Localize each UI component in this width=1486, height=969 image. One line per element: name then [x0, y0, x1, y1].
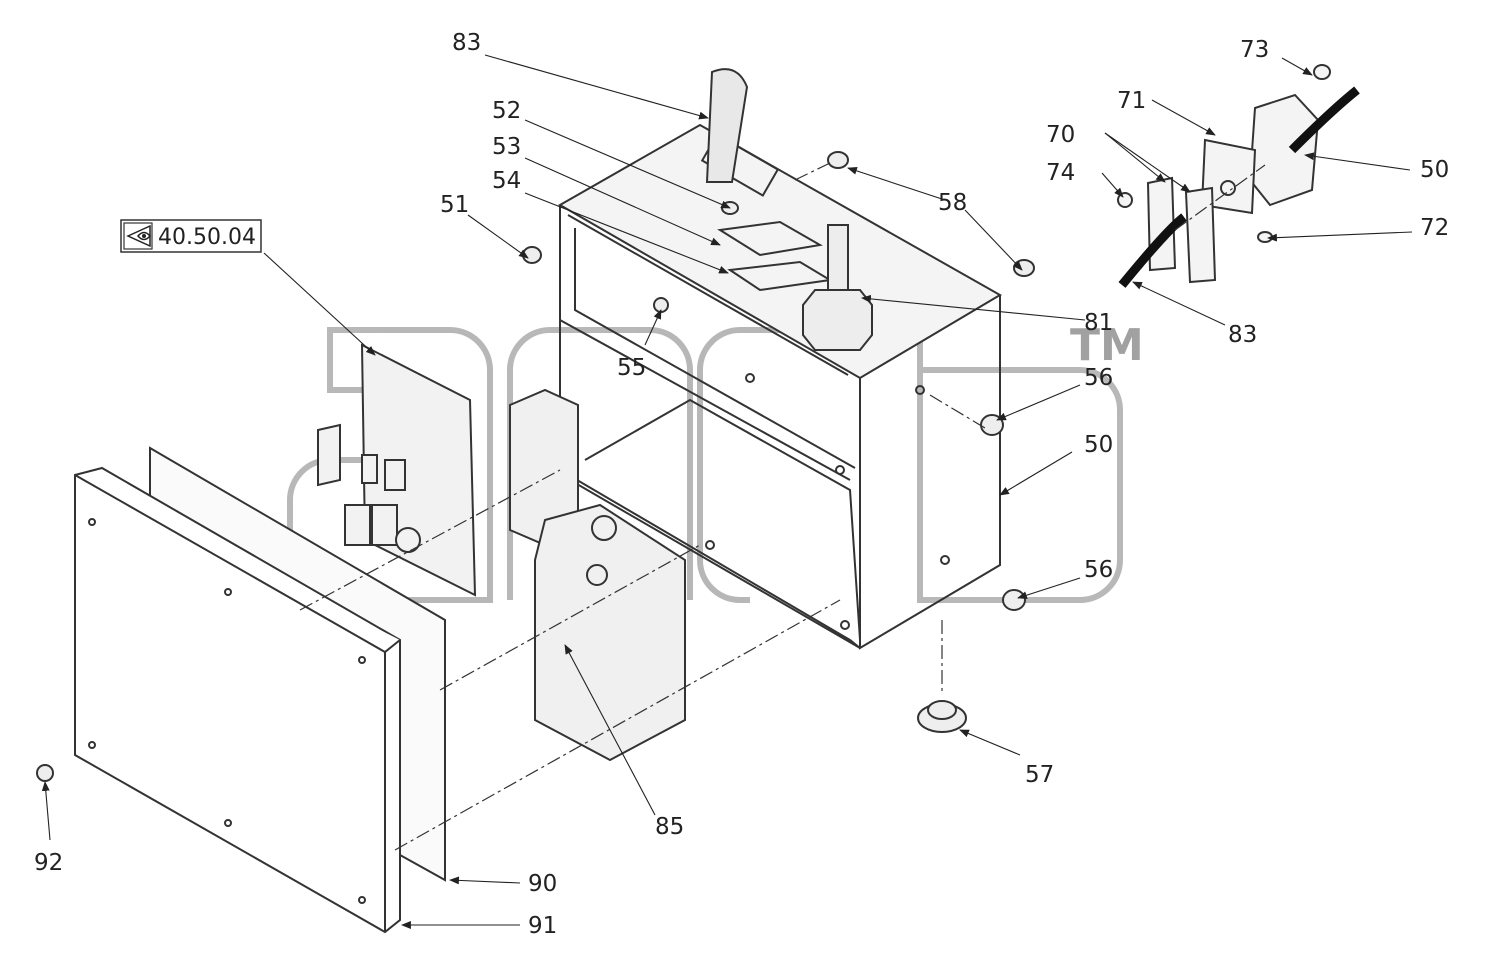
reference-box: 40.50.04	[120, 219, 262, 253]
cable-top	[705, 68, 749, 183]
label-58: 58	[938, 190, 967, 216]
bracket-assembly	[1117, 64, 1360, 288]
label-72: 72	[1420, 215, 1449, 241]
label-70: 70	[1046, 122, 1075, 148]
label-83-right: 83	[1228, 322, 1257, 348]
label-54: 54	[492, 168, 521, 194]
leader-lines	[41, 54, 1413, 929]
part-labels: 83 52 53 54 51 58 55 81 56 50 56 57 85 9…	[34, 30, 1449, 939]
watermark-tm: TM	[1070, 320, 1144, 371]
label-73: 73	[1240, 37, 1269, 63]
label-56-lower: 56	[1084, 557, 1113, 583]
front-cover	[74, 446, 446, 934]
label-91: 91	[528, 913, 557, 939]
label-53: 53	[492, 134, 521, 160]
label-83-top: 83	[452, 30, 481, 56]
circuit-board-assembly	[317, 343, 477, 597]
label-50-bracket: 50	[1420, 157, 1449, 183]
label-56-upper: 56	[1084, 365, 1113, 391]
label-50-box: 50	[1084, 432, 1113, 458]
label-71: 71	[1117, 88, 1146, 114]
eye-view-icon	[126, 224, 151, 248]
fasteners	[36, 151, 1035, 782]
label-92: 92	[34, 850, 63, 876]
label-51: 51	[440, 192, 469, 218]
label-55: 55	[617, 355, 646, 381]
label-81: 81	[1084, 310, 1113, 336]
label-90: 90	[528, 871, 557, 897]
label-74: 74	[1046, 160, 1075, 186]
cable-gland	[802, 224, 873, 351]
label-85: 85	[655, 814, 684, 840]
label-52: 52	[492, 98, 521, 124]
assembly-axes	[299, 162, 1266, 851]
enclosure-box	[557, 123, 1002, 650]
power-module	[509, 388, 686, 762]
label-57: 57	[1025, 762, 1054, 788]
reference-code: 40.50.04	[158, 225, 256, 250]
